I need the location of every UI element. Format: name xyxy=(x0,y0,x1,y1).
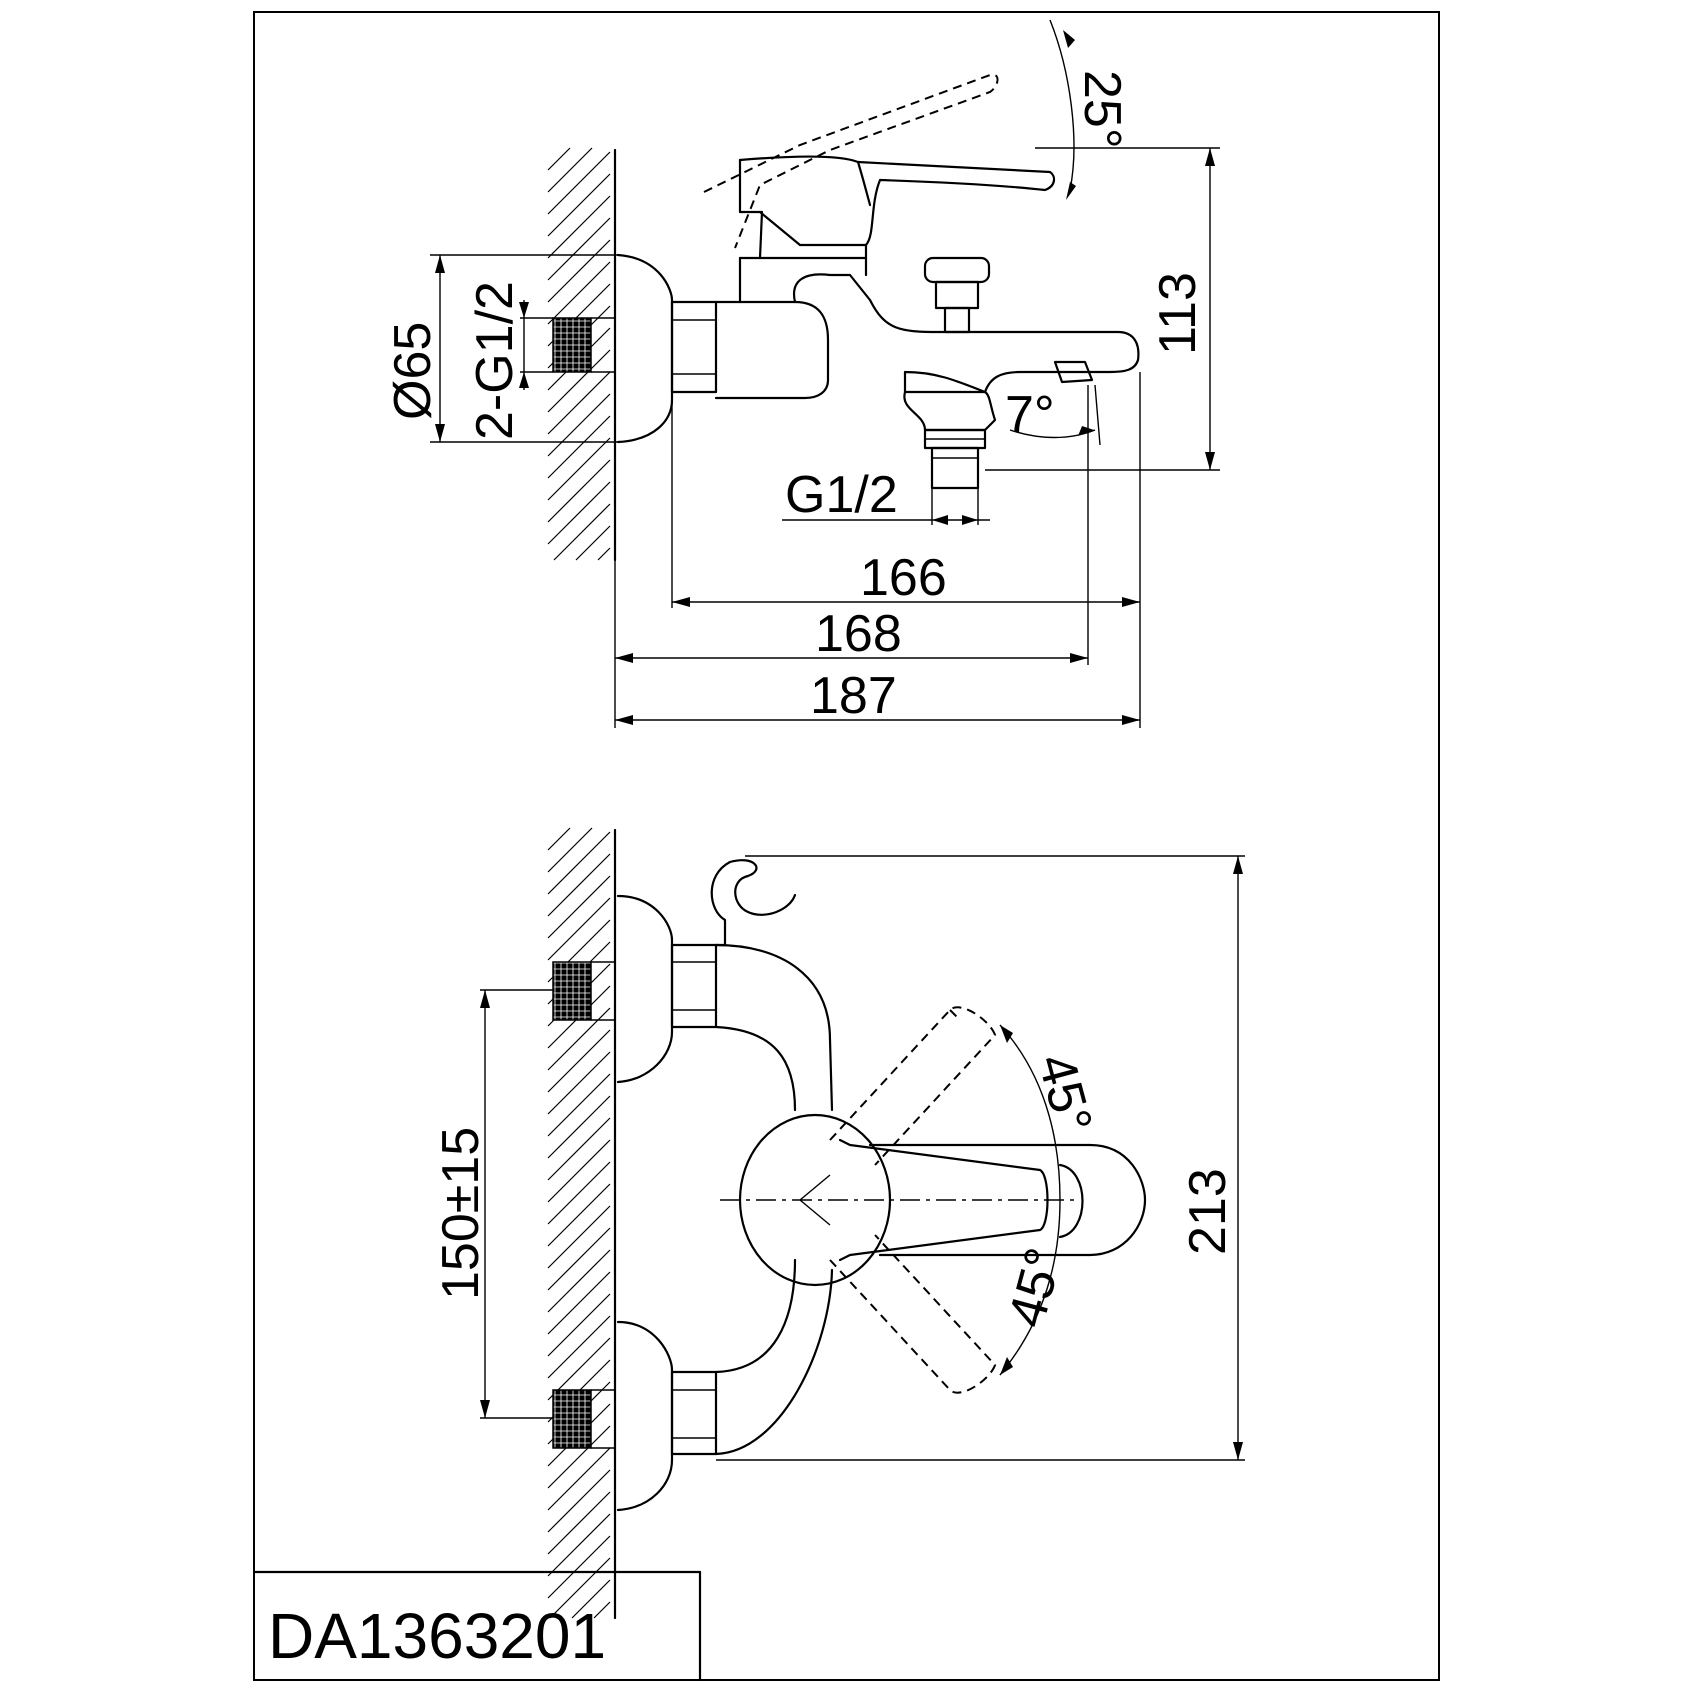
mixer-body xyxy=(714,300,830,400)
outlet-connector xyxy=(930,446,980,490)
length-outlet-label: 168 xyxy=(815,605,902,663)
sheet-border xyxy=(253,11,1440,1681)
spout-angle-label: 7° xyxy=(1005,386,1055,444)
lever-rotated-down xyxy=(829,1234,997,1394)
wall-flange xyxy=(616,253,674,444)
handle-lever xyxy=(738,155,1056,247)
outlet-thread-label: G1/2 xyxy=(785,466,898,524)
part-number: DA1363201 xyxy=(268,1600,606,1672)
inlet-thread-top xyxy=(552,317,592,373)
overall-width-label: 213 xyxy=(1179,1168,1237,1255)
inlet-thread-lower xyxy=(552,1389,592,1449)
inlet-thread-label: 2-G1/2 xyxy=(466,281,524,440)
flange-diameter-label: Ø65 xyxy=(384,322,442,420)
height-label: 113 xyxy=(1149,272,1207,355)
lever-angle-up-label: 45° xyxy=(1026,1048,1102,1139)
wall-hatch-bottom xyxy=(547,827,611,1619)
length-spout-label: 166 xyxy=(860,549,947,607)
lever-rotated-up xyxy=(829,1006,997,1166)
connector-nut xyxy=(670,300,718,394)
top-view: 45° 45° 150±15 213 xyxy=(432,827,1245,1620)
inlet-spacing-label: 150±15 xyxy=(432,1127,490,1300)
title-block: DA1363201 xyxy=(252,1570,702,1682)
shower-hook xyxy=(710,859,797,947)
side-view: 25° 7° 113 Ø65 xyxy=(384,19,1220,728)
diverter-knob xyxy=(923,256,991,334)
handle-lever-raised xyxy=(703,73,999,249)
inlet-thread-upper xyxy=(552,961,592,1021)
length-overall-label: 187 xyxy=(810,667,897,725)
handle-angle-label: 25° xyxy=(1073,70,1131,149)
